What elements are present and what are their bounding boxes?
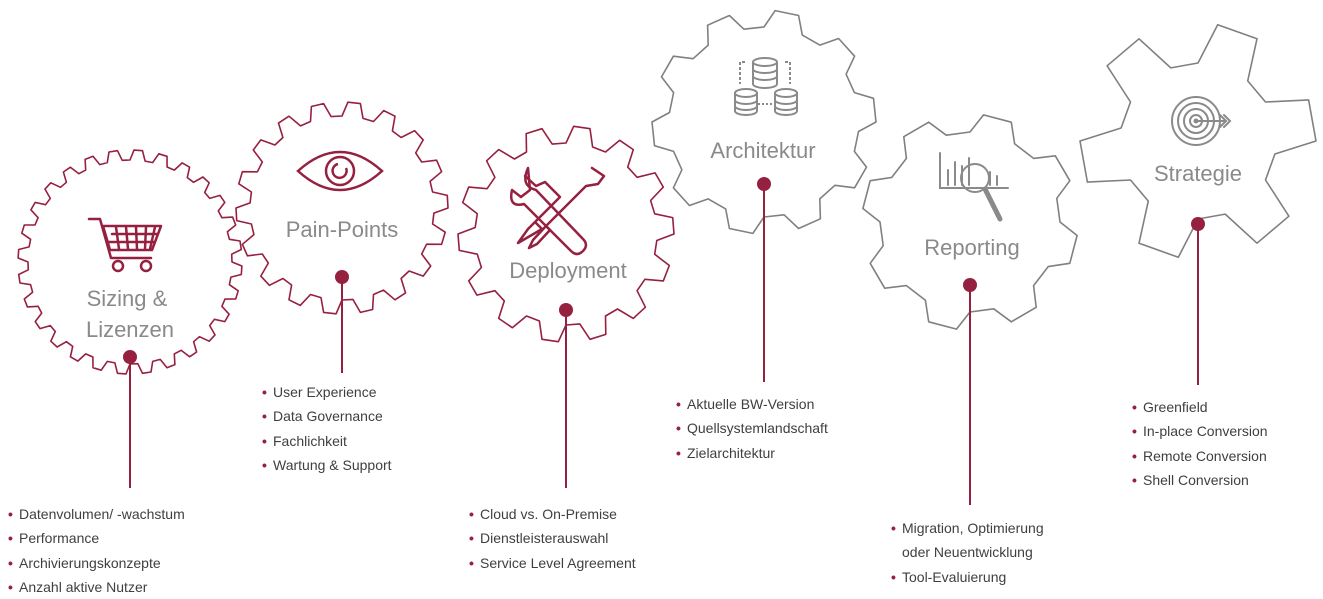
wrench-screwdriver-icon [510,166,606,256]
bullet-item: Greenfield [1132,395,1268,420]
bullet-item: Remote Conversion [1132,444,1268,469]
eye-icon [296,150,384,192]
gear-title-reporting: Reporting [924,235,1019,260]
bullet-item: Service Level Agreement [469,551,636,576]
bullet-item: Datenvolumen/ -wachstum [8,502,185,527]
connector-dot-painpoints [335,270,349,284]
chart-magnifier-icon [939,152,1009,222]
gear-title-painpoints: Pain-Points [286,217,399,242]
bullet-item: User Experience [262,380,392,405]
bullet-list-reporting: Migration, Optimierung oder Neuentwicklu… [891,516,1044,589]
bullet-list-strategie: Greenfield In-place Conversion Remote Co… [1132,395,1268,492]
gear-title-strategie: Strategie [1154,161,1242,186]
bullet-item: Zielarchitektur [676,441,828,466]
connector-dot-reporting [963,278,977,292]
bullet-item: Quellsystemlandschaft [676,416,828,441]
bullet-item: Aktuelle BW-Version [676,392,828,417]
bullet-item: In-place Conversion [1132,419,1268,444]
target-icon [1171,96,1232,146]
bullet-item: oder Neuentwicklung [902,544,1033,561]
bullet-item: Data Governance [262,404,392,429]
bullet-list-painpoints: User Experience Data Governance Fachlich… [262,380,392,477]
bullet-list-architektur: Aktuelle BW-Version Quellsystemlandschaf… [676,392,828,465]
bullet-item: Shell Conversion [1132,468,1268,493]
shopping-cart-icon [87,217,163,273]
gear-title-architektur: Architektur [710,138,815,163]
bullet-list-deployment: Cloud vs. On-Premise Dienstleisterauswah… [469,502,636,575]
bullet-item: Migration, Optimierung [891,516,1044,541]
bullet-item: Archivierungskonzepte [8,551,185,576]
connector-dot-sizing [123,350,137,364]
bullet-item: Performance [8,526,185,551]
bullet-item: Wartung & Support [262,453,392,478]
bullet-item: Dienstleisterauswahl [469,526,636,551]
connector-dot-deployment [559,303,573,317]
gear-title-deployment: Deployment [509,258,626,283]
connector-dot-strategie [1191,217,1205,231]
bullet-item: Fachlichkeit [262,429,392,454]
database-icon [734,57,798,116]
bullet-list-sizing: Datenvolumen/ -wachstum Performance Arch… [8,502,185,599]
gear-title-sizing: Sizing & Lizenzen [86,286,174,342]
bullet-item: Anzahl aktive Nutzer [8,575,185,599]
bullet-item: Tool-Evaluierung [891,565,1044,590]
bullet-item: Cloud vs. On-Premise [469,502,636,527]
connector-dot-architektur [757,177,771,191]
